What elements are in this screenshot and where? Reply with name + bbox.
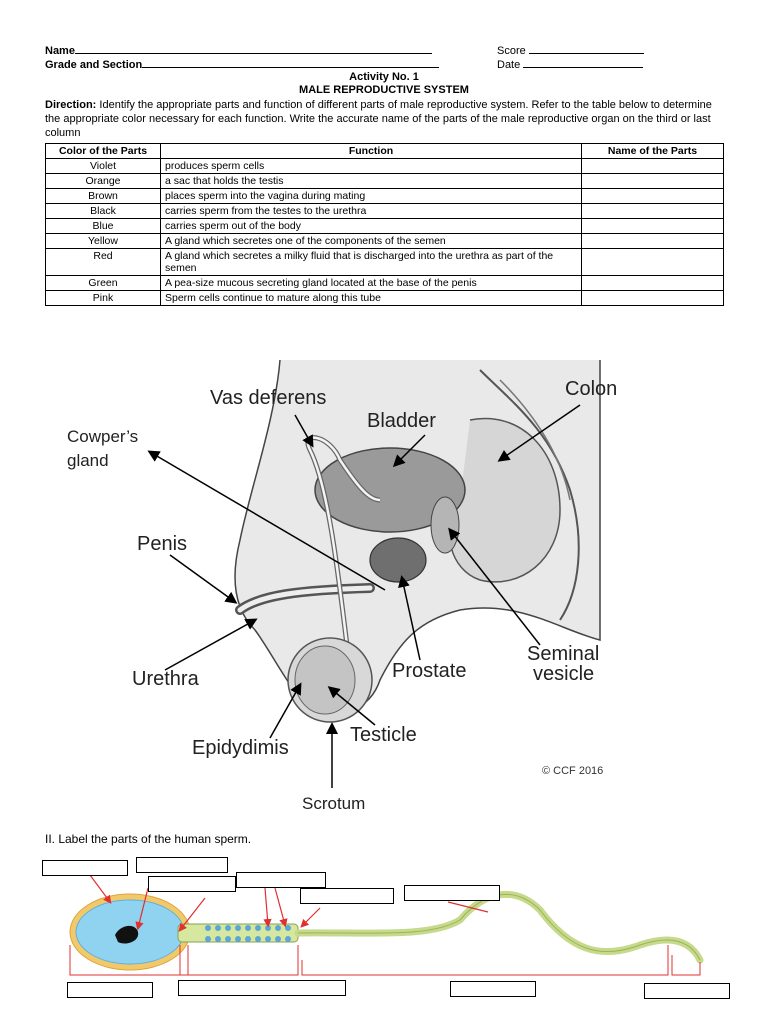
label-vas-deferens: Vas deferens	[210, 387, 327, 409]
row-color: Black	[45, 203, 161, 219]
row-color: Pink	[45, 290, 161, 306]
row-function: places sperm into the vagina during mati…	[160, 188, 582, 204]
grade-label: Grade and Section	[45, 59, 143, 71]
activity-title: Activity No. 1	[349, 71, 419, 83]
sperm-diagram	[40, 850, 730, 1000]
row-function: A gland which secretes a milky fluid tha…	[160, 248, 582, 276]
label-cowpers-2: gland	[67, 451, 109, 470]
score-field[interactable]	[528, 42, 644, 54]
label-seminal-1: Seminal	[527, 643, 600, 665]
table-row: Black carries sperm from the testes to t…	[45, 203, 724, 219]
table-row: Yellow A gland which secretes one of the…	[45, 233, 724, 249]
header-name: Name of the Parts	[581, 143, 724, 159]
table-row: Orange a sac that holds the testis	[45, 173, 724, 189]
sperm-illustration	[69, 874, 704, 976]
sperm-label-box[interactable]	[67, 982, 153, 998]
direction-label: Direction:	[45, 99, 97, 111]
row-function: A pea-size mucous secreting gland locate…	[160, 275, 582, 291]
row-color: Red	[45, 248, 161, 276]
sperm-label-box[interactable]	[148, 876, 236, 892]
copyright: © CCF 2016	[542, 765, 604, 777]
table-row: Violet produces sperm cells	[45, 158, 724, 174]
sperm-label-box[interactable]	[178, 980, 346, 996]
row-name-cell[interactable]	[581, 203, 724, 219]
activity-subtitle: MALE REPRODUCTIVE SYSTEM	[299, 84, 469, 96]
row-function: carries sperm from the testes to the ure…	[160, 203, 582, 219]
score-row: Score	[497, 42, 644, 58]
row-name-cell[interactable]	[581, 233, 724, 249]
section-2-title: II. Label the parts of the human sperm.	[45, 832, 252, 846]
table-row: Red A gland which secretes a milky fluid…	[45, 248, 724, 276]
label-cowpers-1: Cowper’s	[67, 427, 139, 446]
label-scrotum: Scrotum	[302, 794, 366, 813]
row-function: produces sperm cells	[160, 158, 582, 174]
name-field[interactable]	[74, 42, 432, 54]
anatomy-illustration	[147, 359, 601, 788]
row-color: Orange	[45, 173, 161, 189]
score-label: Score	[497, 45, 526, 57]
male-reproductive-diagram: Vas deferens Bladder Colon Cowper’s glan…	[40, 340, 740, 820]
table-row: Blue carries sperm out of the body	[45, 218, 724, 234]
row-name-cell[interactable]	[581, 290, 724, 306]
table-header-row: Color of the Parts Function Name of the …	[45, 143, 724, 159]
header-color: Color of the Parts	[45, 143, 161, 159]
label-colon: Colon	[565, 378, 618, 400]
row-color: Green	[45, 275, 161, 291]
table-row: Pink Sperm cells continue to mature alon…	[45, 290, 724, 306]
row-function: a sac that holds the testis	[160, 173, 582, 189]
sperm-label-box[interactable]	[42, 860, 128, 876]
direction-text: Identify the appropriate parts and funct…	[45, 99, 712, 139]
row-color: Blue	[45, 218, 161, 234]
label-testicle: Testicle	[350, 724, 417, 746]
bladder-shape	[314, 447, 466, 533]
grade-field[interactable]	[142, 56, 440, 68]
grade-row: Grade and Section	[45, 56, 440, 72]
sperm-label-box[interactable]	[300, 888, 394, 904]
sperm-label-box[interactable]	[236, 872, 326, 888]
row-function: A gland which secretes one of the compon…	[160, 233, 582, 249]
label-epididymis: Epidydimis	[192, 737, 289, 759]
row-name-cell[interactable]	[581, 158, 724, 174]
label-bladder: Bladder	[367, 410, 436, 432]
row-color: Violet	[45, 158, 161, 174]
row-name-cell[interactable]	[581, 248, 724, 276]
table-row: Brown places sperm into the vagina durin…	[45, 188, 724, 204]
table-row: Green A pea-size mucous secreting gland …	[45, 275, 724, 291]
name-row: Name	[45, 42, 432, 58]
row-color: Yellow	[45, 233, 161, 249]
label-prostate: Prostate	[392, 660, 467, 682]
label-urethra: Urethra	[132, 668, 199, 690]
sperm-label-box[interactable]	[136, 857, 228, 873]
row-name-cell[interactable]	[581, 275, 724, 291]
row-function: carries sperm out of the body	[160, 218, 582, 234]
row-function: Sperm cells continue to mature along thi…	[160, 290, 582, 306]
sperm-tail	[294, 890, 704, 964]
row-color: Brown	[45, 188, 161, 204]
label-penis: Penis	[137, 533, 188, 555]
prostate-shape	[369, 537, 427, 583]
date-row: Date	[497, 56, 644, 72]
header-function: Function	[160, 143, 582, 159]
sperm-label-box[interactable]	[404, 885, 500, 901]
sperm-nucleus	[115, 925, 139, 944]
name-label: Name	[45, 45, 75, 57]
label-seminal-2: vesicle	[533, 663, 595, 685]
date-field[interactable]	[523, 56, 644, 68]
parts-table: Color of the Parts Function Name of the …	[45, 143, 724, 306]
sperm-label-box[interactable]	[644, 983, 730, 999]
date-label: Date	[497, 59, 521, 71]
direction: Direction: Identify the appropriate part…	[45, 98, 725, 140]
row-name-cell[interactable]	[581, 173, 724, 189]
sperm-label-box[interactable]	[450, 981, 536, 997]
row-name-cell[interactable]	[581, 188, 724, 204]
row-name-cell[interactable]	[581, 218, 724, 234]
